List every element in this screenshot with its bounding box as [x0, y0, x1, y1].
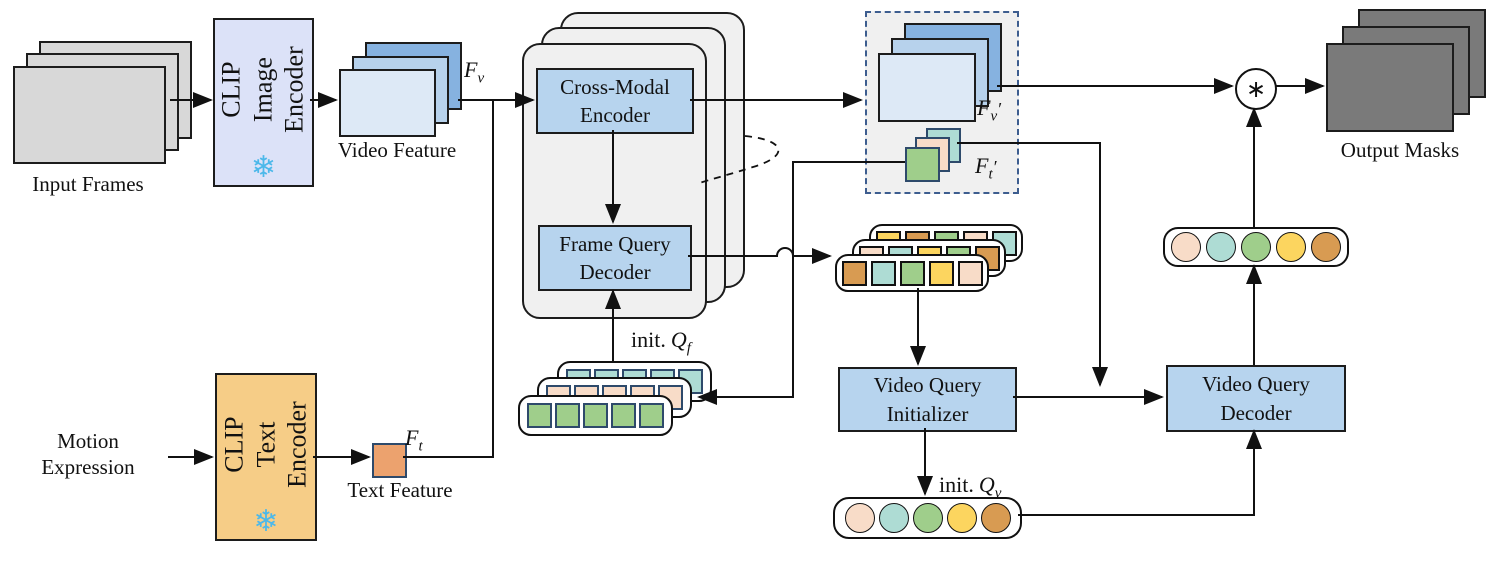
- fv-prime-symbol: Fv′: [977, 95, 1002, 125]
- peach-query-swatch: [957, 260, 983, 286]
- text-feature-label: Text Feature: [347, 478, 453, 502]
- cross-modal-encoder-box: Cross-Modal Encoder: [536, 68, 694, 134]
- input-frame-front: [13, 66, 166, 164]
- green-query-swatch: [527, 403, 552, 428]
- fv-symbol: Fv: [464, 57, 485, 87]
- snowflake-frozen-icon: ❄: [250, 150, 277, 185]
- green-query-swatch: [611, 403, 636, 428]
- arrow-init-qv-to-vqd: [1018, 429, 1262, 516]
- ft-symbol: Ft: [405, 425, 423, 455]
- fv-prime-front: [878, 53, 976, 122]
- output-masks-label: Output Masks: [1340, 138, 1460, 162]
- video-query-initializer-box: Video Query Initializer: [838, 367, 1017, 432]
- clip-image-encoder: CLIP Image Encoder ❄: [213, 18, 314, 187]
- peach-query-swatch: [844, 503, 875, 533]
- ft-prime-symbol: Ft′: [975, 153, 997, 183]
- frame-queries-front: [835, 254, 989, 292]
- clip-text-encoder-label: CLIP Text Encoder: [219, 401, 312, 489]
- yellow-query-swatch: [946, 503, 977, 533]
- video-queries-pill: [1163, 227, 1349, 267]
- clip-image-encoder-label: CLIP Image Encoder: [216, 46, 310, 134]
- video-feature-label: Video Feature: [337, 138, 457, 162]
- output-mask-front: [1326, 43, 1454, 132]
- init-qv-symbol: init.Qv: [939, 472, 1002, 502]
- teal-query-swatch: [870, 260, 896, 286]
- init-qf-symbol: init.Qf: [631, 327, 691, 357]
- peach-query-swatch: [1171, 232, 1201, 262]
- green-query-swatch: [555, 403, 580, 428]
- orange-query-swatch: [1311, 232, 1341, 262]
- video-query-decoder-box: Video Query Decoder: [1166, 365, 1346, 432]
- init-qf-front: [518, 395, 673, 436]
- yellow-query-swatch: [928, 260, 954, 286]
- ft-prime-front: [905, 147, 940, 182]
- frame-query-decoder-box: Frame Query Decoder: [538, 225, 692, 291]
- clip-text-encoder: CLIP Text Encoder ❄: [215, 373, 317, 541]
- orange-query-swatch: [980, 503, 1011, 533]
- init-qv-pill: [833, 497, 1022, 539]
- snowflake-frozen-icon: ❄: [253, 504, 279, 539]
- video-feature-front: [339, 69, 436, 137]
- green-query-swatch: [912, 503, 943, 533]
- green-query-swatch: [899, 260, 925, 286]
- yellow-query-swatch: [1276, 232, 1306, 262]
- orange-query-swatch: [841, 260, 867, 286]
- green-query-swatch: [1241, 232, 1271, 262]
- teal-query-swatch: [1206, 232, 1236, 262]
- motion-expression-label: Motion Expression: [41, 429, 135, 480]
- green-query-swatch: [583, 403, 608, 428]
- green-query-swatch: [639, 403, 664, 428]
- mask-multiply-operator: ∗: [1235, 68, 1277, 110]
- teal-query-swatch: [878, 503, 909, 533]
- text-feature-square: [372, 443, 407, 478]
- input-frames-label: Input Frames: [32, 172, 144, 196]
